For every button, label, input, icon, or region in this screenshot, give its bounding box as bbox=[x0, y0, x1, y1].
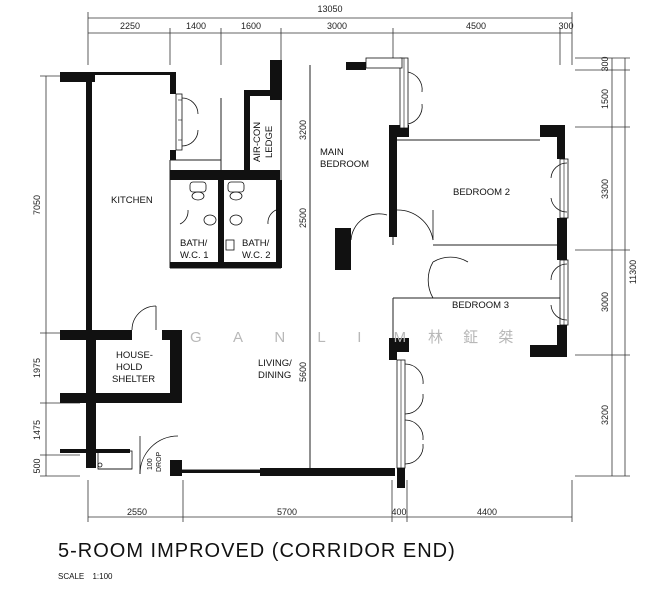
room-aircon-line1: AIR-CON bbox=[252, 122, 263, 162]
dim-inner: 5600 bbox=[298, 362, 308, 382]
room-living-line2: DINING bbox=[258, 370, 291, 381]
dim-right: 1500 bbox=[600, 89, 610, 109]
watermark-chinese: 林 鉦 桀 bbox=[428, 329, 521, 346]
dim-top: 4500 bbox=[466, 21, 486, 31]
dimension-lines bbox=[40, 12, 630, 522]
dim-bottom: 2550 bbox=[127, 507, 147, 517]
scale-note: SCALE 1:100 bbox=[58, 572, 119, 581]
dim-left-overall: 7050 bbox=[32, 195, 42, 215]
dim-top: 2250 bbox=[120, 21, 140, 31]
dim-right: 3000 bbox=[600, 292, 610, 312]
dim-left: 1975 bbox=[32, 358, 42, 378]
room-bath2-line1: BATH/ bbox=[242, 238, 270, 249]
bath-fixtures bbox=[189, 181, 245, 251]
room-bath1-line2: W.C. 1 bbox=[180, 250, 209, 261]
room-bath2-line2: W.C. 2 bbox=[242, 250, 271, 261]
dim-top: 1400 bbox=[186, 21, 206, 31]
room-main-bedroom-line1: MAIN bbox=[320, 147, 344, 158]
dim-bottom: 400 bbox=[391, 507, 406, 517]
drop-label-line2: DROP bbox=[156, 451, 163, 472]
dim-overall-top: 13050 bbox=[317, 4, 342, 14]
dim-right: 3200 bbox=[600, 405, 610, 425]
room-shelter-line2: HOLD bbox=[116, 362, 143, 373]
watermark-latin: G A N L I M bbox=[190, 329, 420, 346]
walls bbox=[60, 60, 567, 488]
room-aircon-line2: LEDGE bbox=[264, 126, 275, 158]
room-living-line1: LIVING/ bbox=[258, 358, 292, 369]
drop-label-line1: 100 bbox=[147, 458, 154, 470]
window-mullions bbox=[178, 58, 565, 468]
room-bedroom-2: BEDROOM 2 bbox=[453, 187, 510, 198]
door-swings bbox=[131, 71, 568, 475]
service-fixtures bbox=[97, 450, 133, 470]
room-main-bedroom-line2: BEDROOM bbox=[320, 159, 369, 170]
dimension-labels: 13050 2250 1400 1600 3000 4500 300 2550 … bbox=[32, 4, 638, 517]
dim-top: 300 bbox=[558, 21, 573, 31]
room-kitchen: KITCHEN bbox=[111, 195, 153, 206]
dim-right: 300 bbox=[600, 56, 610, 71]
thin-walls bbox=[88, 65, 560, 471]
dim-top: 3000 bbox=[327, 21, 347, 31]
plan-title: 5-ROOM IMPROVED (CORRIDOR END) bbox=[58, 540, 456, 562]
dim-bottom: 4400 bbox=[477, 507, 497, 517]
dim-right-overall: 11300 bbox=[628, 260, 638, 284]
room-shelter-line1: HOUSE- bbox=[116, 350, 153, 361]
dim-top: 1600 bbox=[241, 21, 261, 31]
scale-value: 1:100 bbox=[92, 572, 113, 581]
dim-right: 3300 bbox=[600, 179, 610, 199]
scale-label: SCALE bbox=[58, 572, 85, 581]
room-bath1-line1: BATH/ bbox=[180, 238, 208, 249]
room-shelter-line3: SHELTER bbox=[112, 374, 155, 385]
dim-bottom: 5700 bbox=[277, 507, 297, 517]
dim-left: 500 bbox=[32, 458, 42, 473]
dim-left: 1475 bbox=[32, 420, 42, 440]
dim-inner: 3200 bbox=[298, 120, 308, 140]
room-bedroom-3: BEDROOM 3 bbox=[452, 300, 509, 311]
room-labels: KITCHEN BATH/ W.C. 1 BATH/ W.C. 2 AIR-CO… bbox=[111, 122, 510, 472]
dim-inner: 2500 bbox=[298, 208, 308, 228]
